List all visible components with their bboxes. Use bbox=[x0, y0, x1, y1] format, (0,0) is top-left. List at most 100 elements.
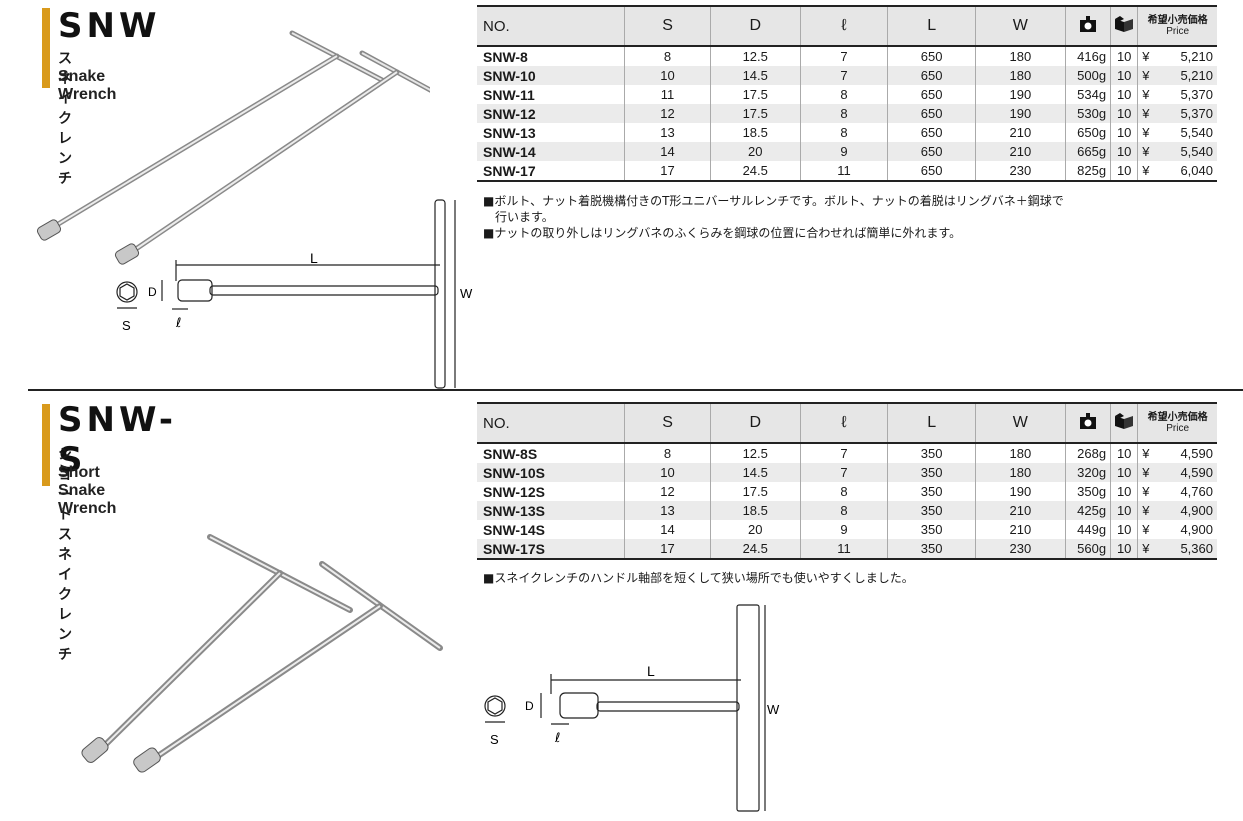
product-name-en: Short Snake Wrench bbox=[58, 464, 117, 517]
col-qty bbox=[1110, 5, 1138, 47]
cell-s: 12 bbox=[624, 482, 711, 501]
snw-spec-table: NO. S D ℓ L W bbox=[477, 5, 1217, 182]
accent-bar bbox=[42, 8, 50, 88]
cell-qty: 10 bbox=[1110, 104, 1138, 123]
cell-l: 650 bbox=[887, 46, 976, 66]
cell-l: 650 bbox=[887, 85, 976, 104]
cell-s: 12 bbox=[624, 104, 711, 123]
cell-price: ¥5,370 bbox=[1137, 104, 1217, 123]
cell-weight: 650g bbox=[1064, 123, 1111, 142]
cell-s: 10 bbox=[624, 66, 711, 85]
cell-qty: 10 bbox=[1110, 66, 1138, 85]
cell-l: 650 bbox=[887, 123, 976, 142]
label-s: S bbox=[122, 318, 131, 333]
cell-price: ¥5,540 bbox=[1137, 123, 1217, 142]
cell-l: 350 bbox=[887, 539, 976, 560]
cell-l-small: 8 bbox=[799, 85, 888, 104]
cell-price: ¥6,040 bbox=[1137, 161, 1217, 182]
cell-weight: 320g bbox=[1064, 463, 1111, 482]
snw-dimension-diagram: L W D S ℓ bbox=[116, 199, 473, 389]
cell-price: ¥4,900 bbox=[1137, 520, 1217, 539]
cell-weight: 268g bbox=[1064, 443, 1111, 463]
weight-scale-icon bbox=[1079, 412, 1096, 429]
cell-l-small: 8 bbox=[799, 501, 888, 520]
cell-w: 180 bbox=[975, 443, 1066, 463]
price-value: 4,900 bbox=[1180, 522, 1213, 537]
product-name-jp: ショートスネイクレンチ bbox=[58, 447, 72, 663]
col-qty bbox=[1110, 402, 1138, 444]
t-handle bbox=[736, 604, 760, 812]
label-l: L bbox=[310, 250, 318, 266]
snws-notes: ■スネイクレンチのハンドル軸部を短くして狭い場所でも使いやすくしました。 bbox=[483, 570, 914, 586]
snws-product-illustration bbox=[81, 534, 443, 773]
cell-d: 24.5 bbox=[709, 161, 801, 182]
yen-symbol: ¥ bbox=[1142, 484, 1150, 499]
label-s: S bbox=[490, 732, 499, 747]
cell-weight: 534g bbox=[1064, 85, 1111, 104]
carton-box-icon bbox=[1115, 412, 1134, 429]
product-name-jp: スネイクレンチ bbox=[58, 51, 72, 187]
price-value: 4,900 bbox=[1180, 503, 1213, 518]
cell-w: 180 bbox=[975, 46, 1066, 66]
cell-l: 650 bbox=[887, 142, 976, 161]
yen-symbol: ¥ bbox=[1142, 87, 1150, 102]
cell-l-small: 7 bbox=[799, 443, 888, 463]
cell-no: SNW-12 bbox=[477, 104, 625, 123]
price-value: 5,370 bbox=[1180, 87, 1213, 102]
cell-qty: 10 bbox=[1110, 46, 1138, 66]
yen-symbol: ¥ bbox=[1142, 106, 1150, 121]
cell-no: SNW-8 bbox=[477, 46, 625, 66]
cell-no: SNW-8S bbox=[477, 443, 625, 463]
col-w: W bbox=[975, 5, 1066, 47]
cell-weight: 530g bbox=[1064, 104, 1111, 123]
note-line: ■スネイクレンチのハンドル軸部を短くして狭い場所でも使いやすくしました。 bbox=[483, 571, 914, 585]
col-s: S bbox=[624, 5, 711, 47]
price-value: 6,040 bbox=[1180, 163, 1213, 178]
cell-no: SNW-10 bbox=[477, 66, 625, 85]
cell-l-small: 9 bbox=[799, 142, 888, 161]
price-value: 5,540 bbox=[1180, 144, 1213, 159]
cell-d: 12.5 bbox=[709, 46, 801, 66]
cell-price: ¥4,900 bbox=[1137, 501, 1217, 520]
label-w: W bbox=[460, 286, 473, 301]
snws-spec-table: NO. S D ℓ L W bbox=[477, 402, 1217, 560]
price-value: 5,210 bbox=[1180, 68, 1213, 83]
cell-s: 17 bbox=[624, 161, 711, 182]
cell-l: 650 bbox=[887, 104, 976, 123]
socket-end-view bbox=[116, 281, 138, 303]
cell-price: ¥5,210 bbox=[1137, 46, 1217, 66]
snws-dimension-diagram: L W D S ℓ bbox=[484, 604, 780, 812]
cell-d: 17.5 bbox=[709, 85, 801, 104]
snw-product-illustration bbox=[36, 30, 430, 265]
cell-no: SNW-17S bbox=[477, 539, 625, 560]
col-price: 希望小売価格 Price bbox=[1137, 402, 1217, 444]
cell-no: SNW-17 bbox=[477, 161, 625, 182]
snw-section: SNW スネイクレンチ Snake Wrench bbox=[0, 0, 1243, 390]
t-handle bbox=[434, 199, 446, 389]
cell-no: SNW-12S bbox=[477, 482, 625, 501]
cell-s: 17 bbox=[624, 539, 711, 560]
cell-weight: 425g bbox=[1064, 501, 1111, 520]
cell-l-small: 7 bbox=[799, 66, 888, 85]
cell-l: 350 bbox=[887, 463, 976, 482]
yen-symbol: ¥ bbox=[1142, 125, 1150, 140]
cell-s: 14 bbox=[624, 520, 711, 539]
yen-symbol: ¥ bbox=[1142, 522, 1150, 537]
product-name-en: Snake Wrench bbox=[58, 68, 117, 103]
cell-l: 350 bbox=[887, 520, 976, 539]
snws-section: SNW-S ショートスネイクレンチ Short Snake Wrench bbox=[0, 392, 1243, 821]
col-w: W bbox=[975, 402, 1066, 444]
cell-l-small: 9 bbox=[799, 520, 888, 539]
snw-notes: ■ボルト、ナット着脱機構付きのT形ユニバーサルレンチです。ボルト、ナットの着脱は… bbox=[483, 193, 1064, 241]
col-no: NO. bbox=[477, 402, 625, 444]
cell-weight: 665g bbox=[1064, 142, 1111, 161]
cell-w: 210 bbox=[975, 123, 1066, 142]
col-l-small: ℓ bbox=[799, 5, 888, 47]
cell-l-small: 8 bbox=[799, 104, 888, 123]
